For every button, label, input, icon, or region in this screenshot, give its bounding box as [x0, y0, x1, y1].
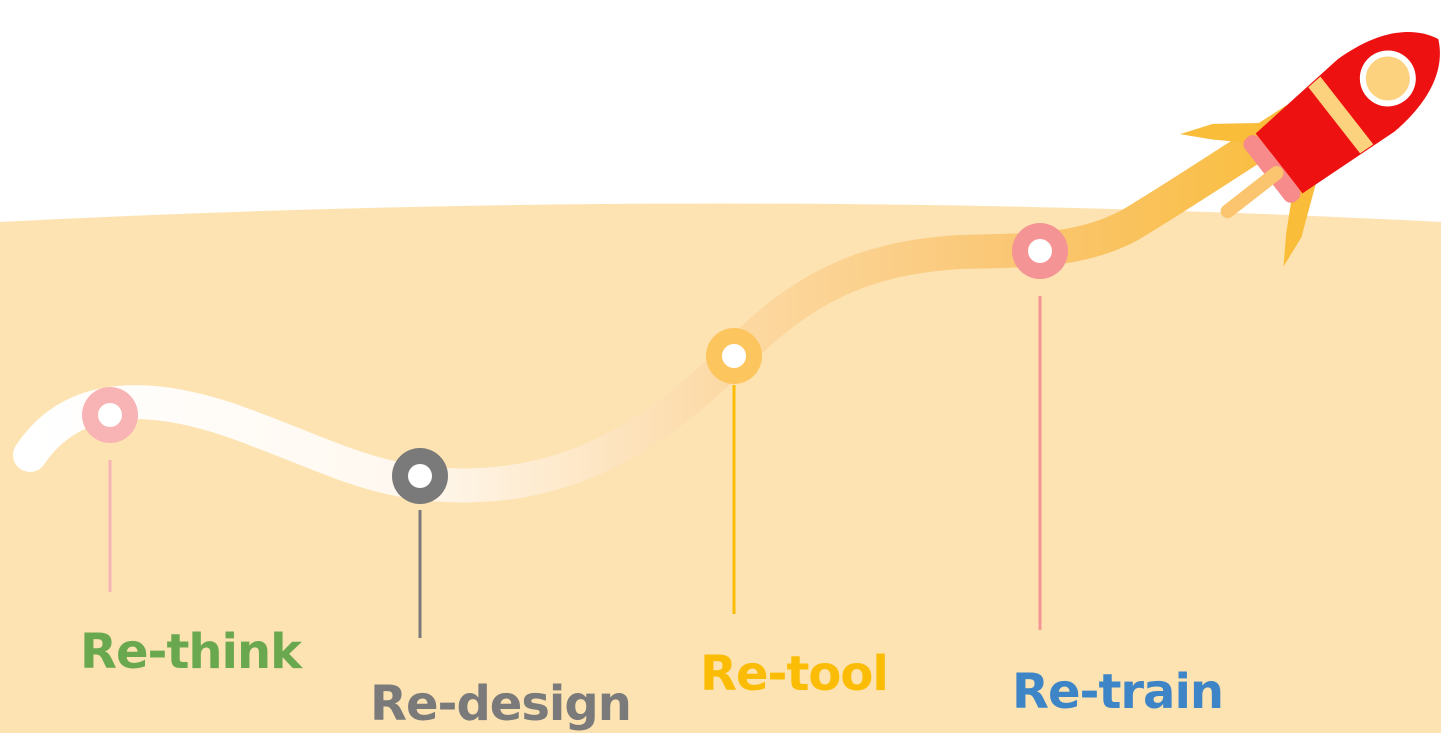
rocket-band — [1308, 76, 1374, 154]
rocket-flame — [1220, 166, 1284, 219]
ground-hill — [0, 203, 1441, 733]
label-rethink: Re-think — [80, 624, 302, 680]
marker-center-rethink — [98, 403, 122, 427]
rocket-icon — [1180, 32, 1440, 267]
label-retool: Re-tool — [700, 646, 889, 702]
label-redesign: Re-design — [370, 676, 632, 732]
marker-center-redesign — [408, 464, 432, 488]
rocket-window — [1365, 56, 1410, 101]
marker-center-retool — [722, 344, 746, 368]
label-retrain: Re-train — [1012, 664, 1224, 720]
marker-center-retrain — [1028, 239, 1052, 263]
